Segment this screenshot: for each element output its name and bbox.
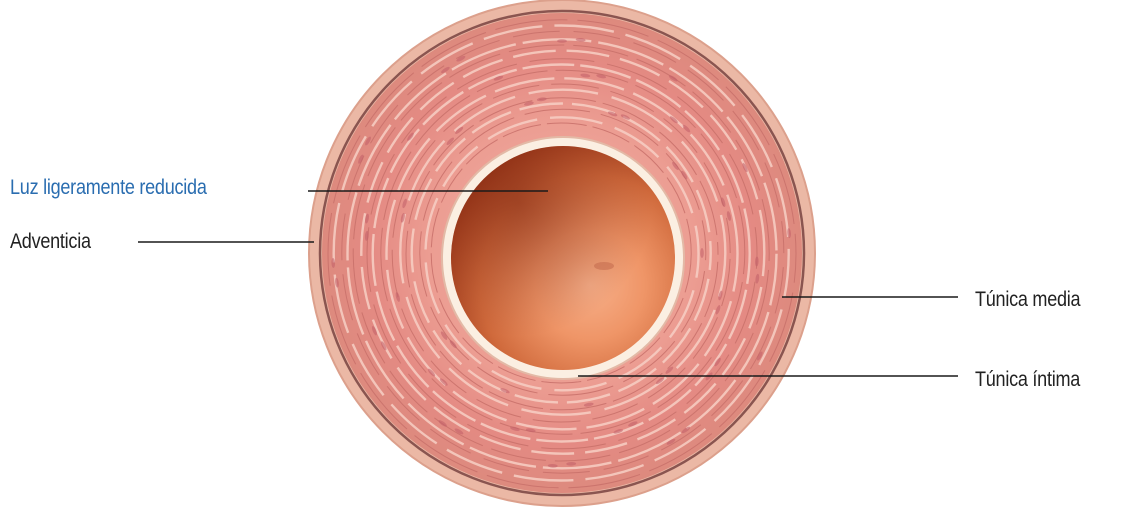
label-tunica-intima: Túnica íntima: [975, 368, 1080, 392]
label-adventitia: Adventicia: [10, 230, 91, 254]
label-lumen: Luz ligeramente reducida: [10, 176, 207, 200]
lumen-highlight: [594, 262, 614, 270]
label-tunica-media: Túnica media: [975, 288, 1080, 312]
lumen-shadow: [451, 146, 675, 370]
cell-nucleus: [700, 248, 704, 258]
cell-nucleus: [557, 39, 567, 43]
